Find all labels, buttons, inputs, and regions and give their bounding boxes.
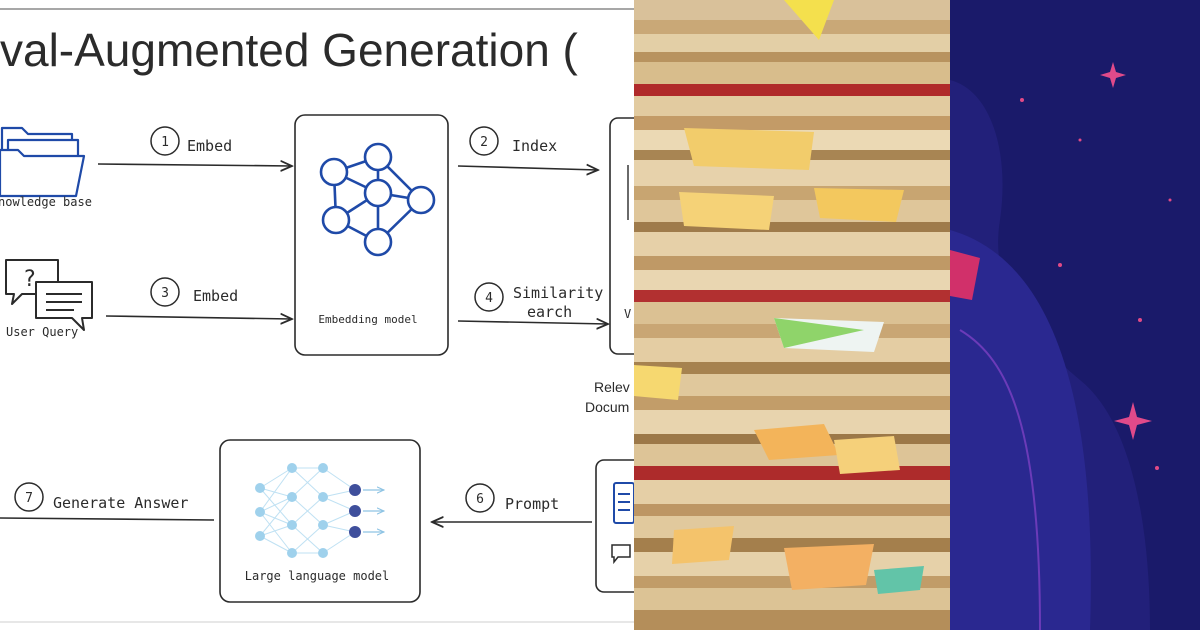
- paper-stack-photo: [634, 0, 950, 630]
- sticky-notes: [634, 0, 924, 594]
- llm-output-nodes: [349, 484, 361, 538]
- step-4-number: 4: [485, 291, 493, 306]
- paper-stack-illustration: [634, 0, 950, 630]
- rag-diagram: val-Augmented Generation ( nowledge base…: [0, 8, 634, 623]
- step-1-label: Embed: [187, 137, 232, 155]
- glow-line: [959, 329, 1041, 630]
- step-2-badge: [469, 126, 499, 156]
- space-graphic: [950, 0, 1200, 630]
- step-4-label-line1: Similarity: [513, 284, 603, 302]
- prompt-box: [595, 459, 634, 593]
- step-2-number: 2: [480, 135, 488, 150]
- arrow-generate-answer: [0, 517, 215, 521]
- step-3-badge: [150, 277, 180, 307]
- document-icon: [613, 482, 634, 524]
- relevant-docs-label-line2: Docum: [585, 399, 629, 415]
- sparkle-icon: [1100, 62, 1152, 440]
- knowledge-base-label: nowledge base: [0, 195, 92, 209]
- step-6-badge: [465, 483, 495, 513]
- star-dots: [1020, 98, 1172, 470]
- step-1-badge: [150, 126, 180, 156]
- step-1-number: 1: [161, 135, 169, 150]
- step-4-label-line2: earch: [527, 303, 572, 321]
- rag-diagram-panel: val-Augmented Generation ( nowledge base…: [0, 8, 634, 623]
- step-3-number: 3: [161, 286, 169, 301]
- llm-nodes: [255, 463, 328, 558]
- paper-layers: [634, 0, 950, 630]
- user-query-label: User Query: [6, 325, 78, 339]
- neural-network-icon: [319, 142, 436, 257]
- arrow-index: [457, 166, 598, 170]
- step-6-label: Prompt: [505, 495, 559, 513]
- pink-accent: [950, 250, 980, 300]
- svg-text:?: ?: [24, 267, 36, 292]
- step-2-label: Index: [512, 137, 557, 155]
- step-7-badge: [14, 482, 44, 512]
- folder-icon: [0, 126, 86, 198]
- relevant-docs-label-line1: Relev: [594, 379, 630, 395]
- chat-bubbles-icon: ?: [5, 259, 93, 331]
- arrow-embed-knowledge: [97, 164, 292, 166]
- space-illustration: [950, 0, 1200, 630]
- llm-output-arrows: [363, 490, 384, 532]
- step-7-number: 7: [25, 491, 33, 506]
- step-4-badge: [474, 282, 504, 312]
- step-7-label: Generate Answer: [53, 494, 188, 512]
- small-chat-icon: [611, 544, 631, 565]
- embedding-model-label: Embedding model: [318, 313, 417, 326]
- diagram-title: val-Augmented Generation (: [0, 24, 579, 76]
- vector-store-label-fragment: V: [624, 307, 631, 321]
- step-3-label: Embed: [193, 287, 238, 305]
- silhouette-inner-shape: [950, 230, 1091, 630]
- llm-label: Large language model: [245, 569, 390, 583]
- arrow-similarity-search: [457, 321, 608, 324]
- arrow-embed-query: [105, 316, 292, 319]
- step-6-number: 6: [476, 492, 484, 507]
